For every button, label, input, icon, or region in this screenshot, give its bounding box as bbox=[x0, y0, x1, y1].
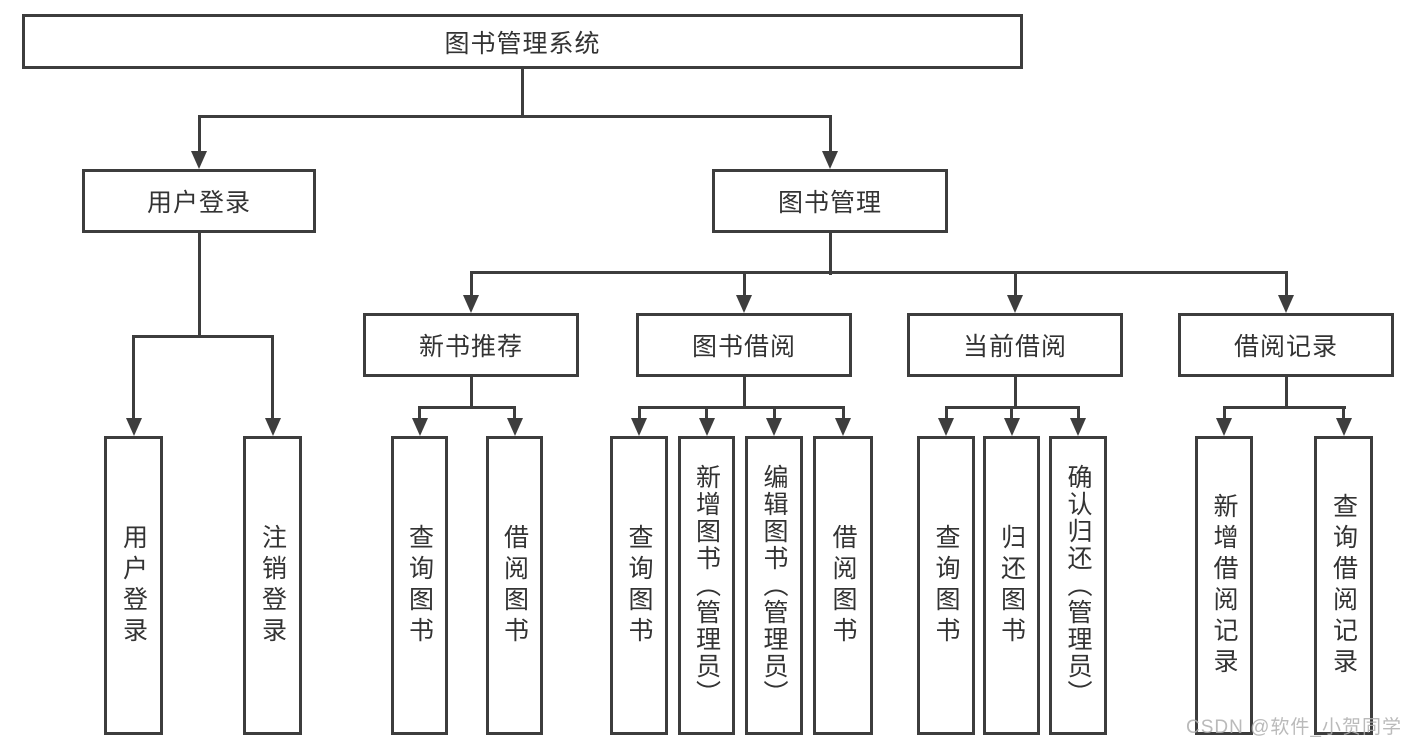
arrowhead-icon bbox=[835, 418, 851, 436]
arrowhead-icon bbox=[938, 418, 954, 436]
leaf-borrow-book-2: 借阅图书 bbox=[813, 436, 873, 735]
arrowhead-icon bbox=[822, 151, 838, 169]
connector-drop-leaf-logout bbox=[271, 335, 274, 421]
leaf-add-book-admin: 新增图书（管理员） bbox=[678, 436, 735, 735]
node-borrow-record: 借阅记录 bbox=[1178, 313, 1394, 377]
arrowhead-icon bbox=[1278, 295, 1294, 313]
leaf-query-book-3: 查询图书 bbox=[917, 436, 975, 735]
connector-borrow-record-rail bbox=[1222, 406, 1346, 409]
connector-drop bbox=[772, 406, 776, 420]
connector-book-borrow-rail bbox=[637, 406, 845, 409]
leaf-logout: 注销登录 bbox=[243, 436, 302, 735]
arrowhead-icon bbox=[125, 418, 142, 436]
leaf-user-login: 用户登录 bbox=[104, 436, 163, 735]
connector-login-rail bbox=[132, 335, 274, 338]
connector-level3-rail bbox=[469, 271, 1288, 274]
connector-drop bbox=[513, 406, 516, 420]
connector-borrow-record-stem bbox=[1284, 377, 1288, 409]
node-current-borrow: 当前借阅 bbox=[907, 313, 1123, 377]
connector-drop bbox=[1076, 406, 1080, 420]
connector-book-mgmt-stem bbox=[828, 233, 832, 275]
connector-drop bbox=[418, 406, 421, 420]
node-root: 图书管理系统 bbox=[22, 14, 1023, 69]
leaf-query-book-2: 查询图书 bbox=[610, 436, 668, 735]
arrowhead-icon bbox=[463, 295, 479, 313]
csdn-watermark: CSDN @软件_小贺同学 bbox=[1186, 717, 1402, 738]
arrowhead-icon bbox=[698, 418, 715, 436]
leaf-edit-book-admin: 编辑图书（管理员） bbox=[745, 436, 803, 735]
connector-drop-book-borrow bbox=[742, 271, 746, 297]
arrowhead-icon bbox=[1070, 418, 1086, 436]
node-user-login: 用户登录 bbox=[82, 169, 316, 233]
node-book-borrow: 图书借阅 bbox=[636, 313, 852, 377]
connector-new-book-stem bbox=[469, 377, 473, 409]
connector-drop-current-borrow bbox=[1013, 271, 1017, 297]
leaf-borrow-book-1: 借阅图书 bbox=[486, 436, 543, 735]
connector-root-stem bbox=[520, 69, 524, 118]
connector-drop-borrow-record bbox=[1284, 271, 1288, 297]
arrowhead-icon bbox=[736, 295, 752, 313]
connector-drop bbox=[705, 406, 708, 420]
connector-new-book-rail bbox=[418, 406, 516, 409]
connector-drop bbox=[1222, 406, 1226, 420]
arrowhead-icon bbox=[1216, 418, 1232, 436]
connector-drop-book-mgmt bbox=[828, 115, 832, 155]
arrowhead-icon bbox=[191, 151, 207, 169]
leaf-query-book-1: 查询图书 bbox=[391, 436, 448, 735]
connector-drop bbox=[1342, 406, 1345, 420]
leaf-confirm-return-admin: 确认归还（管理员） bbox=[1049, 436, 1107, 735]
leaf-add-borrow-record: 新增借阅记录 bbox=[1195, 436, 1253, 735]
connector-book-borrow-stem bbox=[742, 377, 746, 409]
leaf-query-borrow-record: 查询借阅记录 bbox=[1314, 436, 1373, 735]
connector-drop bbox=[637, 406, 641, 420]
connector-drop-leaf-user-login bbox=[132, 335, 135, 421]
arrowhead-icon bbox=[264, 418, 281, 436]
arrowhead-icon bbox=[1335, 418, 1352, 436]
connector-level2-rail bbox=[197, 115, 832, 118]
node-new-book: 新书推荐 bbox=[363, 313, 579, 377]
connector-drop-user-login bbox=[197, 115, 201, 155]
connector-drop bbox=[1010, 406, 1013, 420]
connector-drop-new-book bbox=[469, 271, 473, 297]
connector-drop bbox=[944, 406, 948, 420]
leaf-return-book: 归还图书 bbox=[983, 436, 1040, 735]
arrowhead-icon bbox=[1007, 295, 1023, 313]
connector-current-borrow-stem bbox=[1013, 377, 1017, 409]
connector-drop bbox=[841, 406, 845, 420]
arrowhead-icon bbox=[506, 418, 523, 436]
arrowhead-icon bbox=[766, 418, 782, 436]
arrowhead-icon bbox=[411, 418, 428, 436]
arrowhead-icon bbox=[631, 418, 647, 436]
connector-user-login-stem bbox=[197, 233, 201, 337]
arrowhead-icon bbox=[1003, 418, 1020, 436]
node-book-mgmt: 图书管理 bbox=[712, 169, 948, 233]
